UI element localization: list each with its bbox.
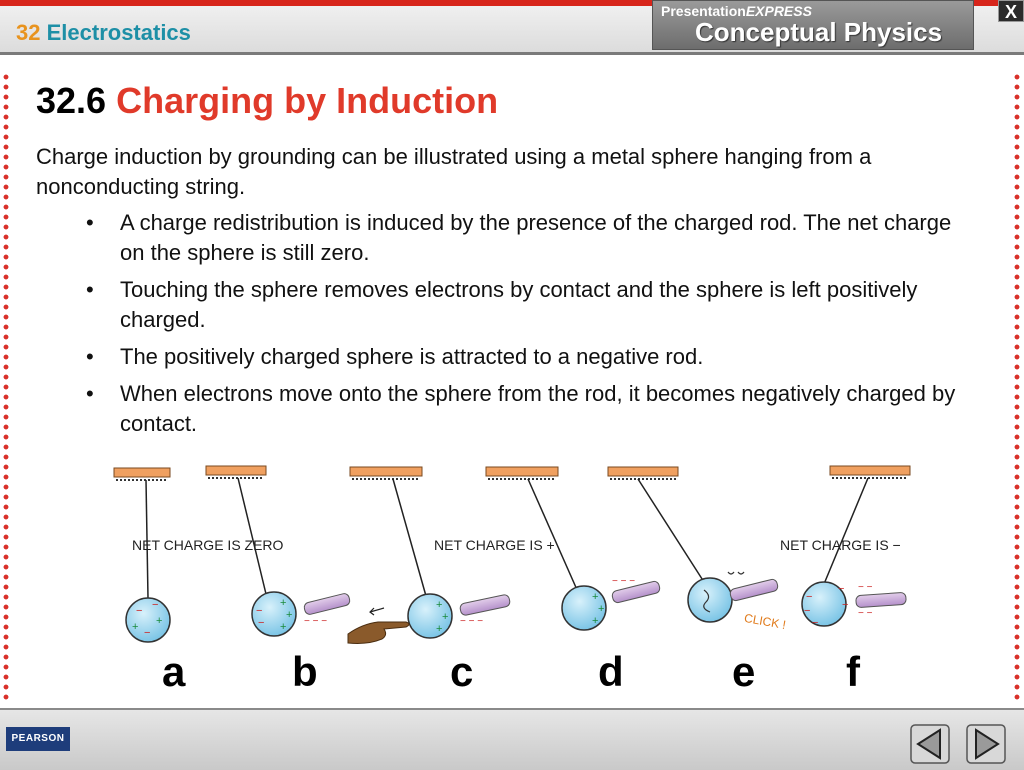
slide-title: 32.6 Charging by Induction (36, 80, 498, 122)
brand-logo: PresentationEXPRESS Conceptual Physics (652, 0, 974, 50)
sphere-d: + + + (561, 585, 607, 631)
svg-text:−: − (812, 617, 818, 629)
rod-e (729, 578, 779, 602)
rod-b: − − − (303, 593, 351, 627)
section-number: 32.6 (36, 80, 107, 121)
brand-subtitle: PresentationEXPRESS (661, 3, 812, 19)
svg-text:+: + (436, 599, 442, 611)
svg-text:−: − (144, 627, 150, 639)
svg-text:− −: − − (858, 608, 873, 619)
string-d (527, 478, 579, 593)
net-charge-plus-label: NET CHARGE IS + (434, 537, 555, 553)
ceiling-e (607, 466, 679, 480)
string-c (392, 478, 427, 597)
svg-text:−: − (842, 599, 848, 611)
svg-text:− − −: − − − (460, 616, 483, 627)
chapter-number: 32 (16, 20, 41, 45)
panel-label-f: f (846, 648, 861, 695)
close-button[interactable]: X (998, 0, 1024, 22)
sphere-e (687, 571, 745, 623)
sphere-b: + + + − − (251, 591, 297, 637)
svg-text:−: − (136, 605, 142, 617)
string-f (823, 477, 869, 585)
brand-subtitle-bold: EXPRESS (745, 3, 812, 19)
panel-label-a: a (162, 648, 186, 695)
svg-text:−: − (256, 605, 262, 617)
svg-text:+: + (442, 611, 448, 623)
chapter-heading: 32 Electrostatics (16, 20, 191, 46)
ceiling-a (113, 467, 171, 481)
sphere-f: − − − − − (801, 581, 848, 629)
left-dotted-border (3, 72, 9, 702)
right-dotted-border (1014, 72, 1020, 702)
bullet-item: The positively charged sphere is attract… (86, 342, 976, 372)
svg-text:+: + (592, 591, 598, 603)
svg-text:+: + (436, 623, 442, 635)
svg-text:+: + (280, 597, 286, 609)
brand-subtitle-plain: Presentation (661, 3, 746, 19)
intro-paragraph: Charge induction by grounding can be ill… (36, 144, 872, 199)
induction-diagram: NET CHARGE IS ZERO NET CHARGE IS + NET C… (113, 465, 911, 695)
brand-title: Conceptual Physics (695, 17, 943, 47)
ceiling-d (485, 466, 559, 480)
svg-text:+: + (598, 603, 604, 615)
string-a (145, 479, 149, 599)
click-label: CLICK ! (743, 611, 787, 632)
net-charge-zero-label: NET CHARGE IS ZERO (132, 537, 284, 553)
section-title: Charging by Induction (116, 80, 499, 121)
panel-label-d: d (598, 648, 624, 695)
bullet-item: When electrons move onto the sphere from… (86, 379, 976, 439)
svg-text:− − −: − − − (304, 616, 327, 627)
svg-text:− − −: − − − (612, 576, 635, 587)
previous-slide-button[interactable] (910, 724, 950, 764)
svg-text:−: − (152, 599, 158, 611)
svg-text:+: + (592, 615, 598, 627)
chapter-name: Electrostatics (46, 20, 191, 45)
panel-label-e: e (732, 648, 755, 695)
ceiling-c (349, 466, 423, 480)
svg-text:−: − (258, 617, 264, 629)
svg-text:+: + (286, 609, 292, 621)
next-slide-button[interactable] (966, 724, 1006, 764)
string-e (637, 478, 705, 583)
previous-arrow-icon (916, 728, 941, 760)
rod-d: − − − (611, 576, 661, 604)
header-accent-stripe (0, 0, 1024, 6)
bullet-item: A charge redistribution is induced by th… (86, 208, 976, 268)
rod-f: − − − − (855, 582, 907, 619)
ceiling-f (829, 465, 911, 479)
bullet-item: Touching the sphere removes electrons by… (86, 275, 976, 335)
svg-text:−: − (806, 591, 812, 603)
panel-label-c: c (450, 648, 473, 695)
svg-text:+: + (156, 615, 162, 627)
panel-label-b: b (292, 648, 318, 695)
svg-text:−: − (838, 583, 844, 595)
svg-text:+: + (280, 621, 286, 633)
svg-text:+: + (132, 621, 138, 633)
ceiling-b (205, 465, 267, 479)
string-b (237, 477, 267, 595)
rod-c: − − − (459, 594, 511, 627)
footer-bar: PEARSON (0, 708, 1024, 770)
bullet-list: A charge redistribution is induced by th… (86, 208, 976, 446)
sphere-a: − − + + − (125, 597, 171, 643)
sphere-c: + + + (407, 593, 453, 639)
grounding-finger-icon (347, 607, 410, 644)
svg-text:−: − (804, 605, 810, 617)
net-charge-minus-label: NET CHARGE IS − (780, 537, 901, 553)
publisher-logo: PEARSON (6, 727, 70, 751)
svg-text:− −: − − (858, 582, 873, 593)
next-arrow-icon (975, 728, 1000, 760)
